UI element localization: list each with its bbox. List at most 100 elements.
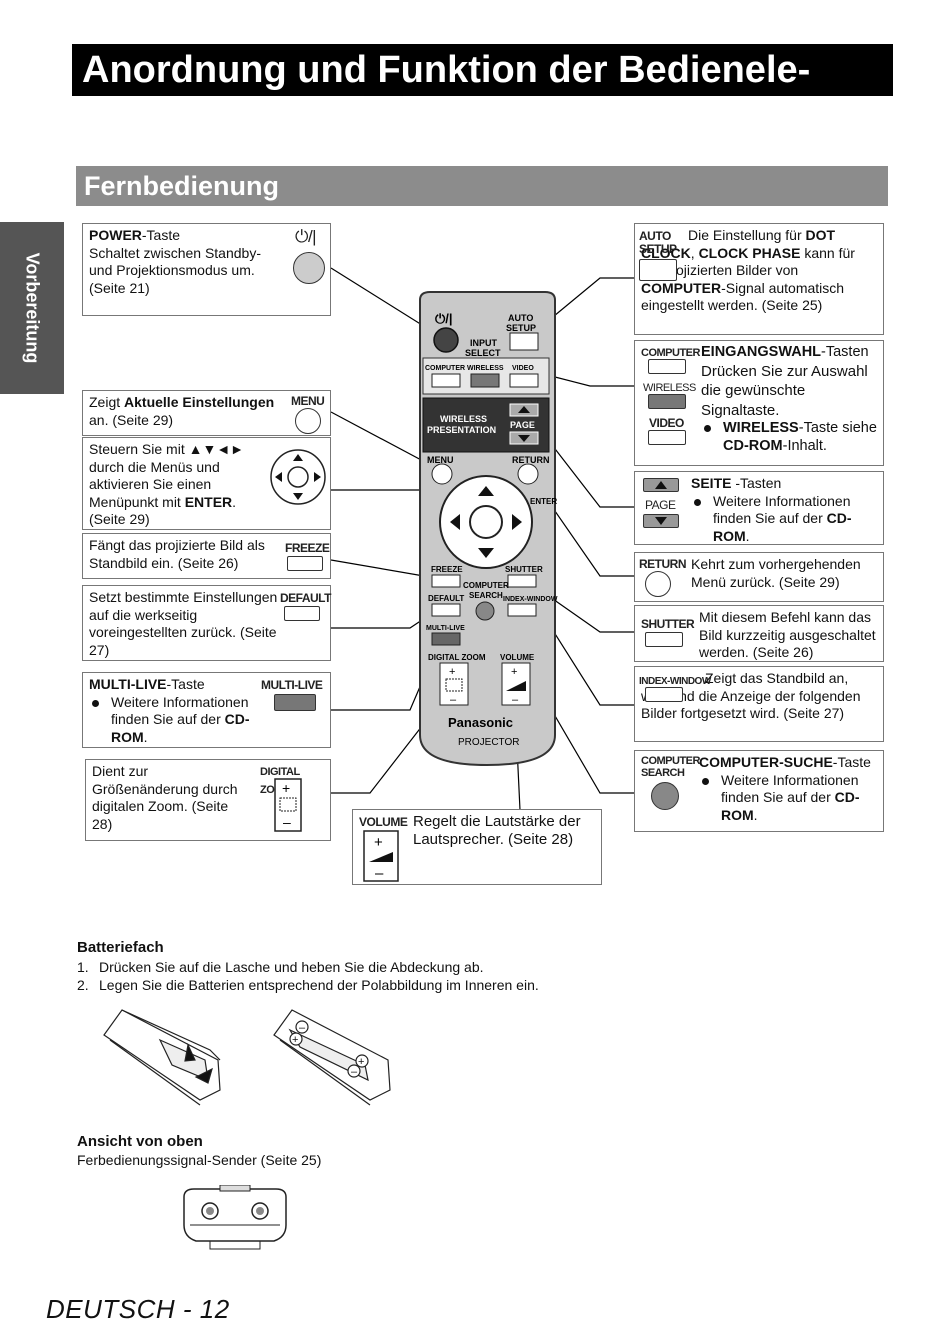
remote-body: ⏻/| AUTO SETUP INPUT SELECT COMPUTER WIR… <box>419 291 558 767</box>
power-callout: POWER-Taste Schaltet zwischen Standby- u… <box>82 223 331 316</box>
menu-text-bold: Aktuelle Einstellungen <box>124 394 275 410</box>
battery-insert-illustration: + – + – <box>273 1009 391 1106</box>
svg-text:–: – <box>450 694 457 706</box>
page-footer: DEUTSCH - 12 <box>46 1294 230 1324</box>
default-description: Setzt bestimmte Einstellungen auf die we… <box>89 589 278 658</box>
multi-live-key-icon <box>274 694 316 711</box>
shutter-callout: SHUTTER Mit diesem Befehl kann das Bild … <box>634 605 884 662</box>
input-select-callout: COMPUTER WIRELESS VIDEO EINGANGSWAHL-Tas… <box>634 340 884 466</box>
battery-step: 1.Drücken Sie auf die Lasche und heben S… <box>77 959 484 975</box>
svg-text:PRESENTATION: PRESENTATION <box>427 425 496 435</box>
multi-live-cd: CD-ROM <box>111 711 250 745</box>
page-callout: PAGE SEITE -Tasten Weitere Informationen… <box>634 471 884 545</box>
auto-setup-t1: Die Einstellung für <box>688 227 806 243</box>
index-window-description: Zeigt das Standbild an, während die Anze… <box>641 670 861 721</box>
svg-text:ENTER: ENTER <box>530 497 557 506</box>
menu-text-post: an. (Seite 29) <box>89 411 174 428</box>
volume-key-label: VOLUME <box>359 815 408 829</box>
page-suffix: -Tasten <box>731 475 782 491</box>
top-view-heading: Ansicht von oben <box>77 1133 203 1150</box>
power-name: POWER <box>89 227 142 243</box>
auto-setup-t2: , <box>690 244 699 261</box>
wireless-key-icon <box>648 394 686 409</box>
video-key-icon <box>648 430 686 445</box>
page-key-label: PAGE <box>645 498 676 512</box>
power-description: Schaltet zwischen Standby- und Projektio… <box>89 244 261 296</box>
power-key-icon <box>293 252 325 284</box>
auto-setup-key-label: AUTO SETUP <box>639 229 677 256</box>
input-bullet-end: -Inhalt. <box>782 437 827 454</box>
svg-text:–: – <box>375 865 384 882</box>
volume-key-icon: + – <box>363 830 399 882</box>
svg-text:DEFAULT: DEFAULT <box>428 594 464 603</box>
wireless-key-label: WIRELESS <box>643 382 696 394</box>
svg-text:RETURN: RETURN <box>512 455 550 465</box>
input-name: EINGANGSWAHL <box>701 344 822 360</box>
return-key-label: RETURN <box>639 557 687 571</box>
svg-text:–: – <box>512 694 519 706</box>
default-key-icon <box>284 606 320 621</box>
input-bullet: -Taste siehe <box>798 420 877 436</box>
volume-callout: VOLUME + – Regelt die Lautstärke der Lau… <box>352 809 602 885</box>
multi-live-suffix: -Taste <box>166 676 205 692</box>
return-description: Kehrt zum vorhergehenden Menü zurück. (S… <box>691 556 861 590</box>
power-suffix: -Taste <box>141 227 181 243</box>
return-callout: RETURN Kehrt zum vorhergehenden Menü zur… <box>634 552 884 602</box>
multi-live-bullet: Weitere Informationen finden Sie auf der <box>111 693 249 728</box>
svg-text:⏻/|: ⏻/| <box>435 311 453 326</box>
battery-illustrations: + – + – <box>103 1009 391 1106</box>
svg-text:INDEX-WINDOW: INDEX-WINDOW <box>503 596 558 603</box>
index-window-key-label: INDEX-WINDOW <box>639 676 711 687</box>
svg-text:INPUT: INPUT <box>470 338 498 348</box>
input-description: Drücken Sie zur Auswahl die gewünschte S… <box>701 362 868 419</box>
svg-text:SEARCH: SEARCH <box>469 591 503 600</box>
video-key-label: VIDEO <box>649 416 684 430</box>
multi-live-name: MULTI-LIVE <box>89 676 167 692</box>
multi-live-key-label: MULTI-LIVE <box>261 678 323 692</box>
svg-text:WIRELESS: WIRELESS <box>467 365 504 372</box>
menu-text-pre: Zeigt <box>89 394 125 410</box>
auto-setup-t3: kann für die projizierten Bilder von <box>641 244 855 279</box>
menu-callout: Zeigt Aktuelle Einstellungen an. (Seite … <box>82 390 331 436</box>
svg-text:MENU: MENU <box>427 455 454 465</box>
power-key-label: ⏻/| <box>295 227 317 246</box>
svg-text:COMPUTER: COMPUTER <box>463 581 509 590</box>
multi-live-bullet-end: . <box>143 728 148 745</box>
page-name: SEITE <box>691 475 732 491</box>
svg-text:DIGITAL ZOOM: DIGITAL ZOOM <box>428 653 486 662</box>
battery-heading: Batteriefach <box>77 939 164 956</box>
freeze-key-icon <box>287 556 323 571</box>
digital-zoom-key-icon: + – <box>274 778 302 832</box>
search-bullet-end: . <box>753 806 758 823</box>
digital-zoom-callout: Dient zur Größenänderung durch digitalen… <box>85 759 331 841</box>
computer-search-key-icon <box>651 782 679 810</box>
default-callout: Setzt bestimmte Einstellungen auf die we… <box>82 585 331 661</box>
side-tab: Vorbereitung <box>0 222 64 394</box>
auto-setup-key-icon <box>639 259 677 281</box>
svg-text:+: + <box>449 666 455 678</box>
svg-text:+: + <box>374 834 383 851</box>
arrows-callout: Steuern Sie mit ▲▼◄► durch die Menüs und… <box>82 437 331 530</box>
auto-setup-b2: CLOCK PHASE <box>698 244 801 261</box>
search-bullet: Weitere Informationen finden Sie auf der <box>721 771 859 806</box>
battery-step-text: Legen Sie die Batterien entsprechend der… <box>99 977 539 993</box>
digital-zoom-description: Dient zur Größenänderung durch digitalen… <box>92 763 238 832</box>
return-key-icon <box>645 571 671 597</box>
search-suffix: -Taste <box>832 754 871 770</box>
svg-text:VIDEO: VIDEO <box>512 365 534 372</box>
svg-text:MULTI-LIVE: MULTI-LIVE <box>426 625 465 632</box>
search-cd: CD-ROM <box>721 789 860 823</box>
auto-setup-b3: COMPUTER <box>641 279 722 296</box>
svg-text:–: – <box>283 814 291 830</box>
svg-text:SELECT: SELECT <box>465 348 501 358</box>
search-name: COMPUTER-SUCHE <box>699 754 833 770</box>
page-down-arrow-icon <box>655 517 667 525</box>
arrows-enter: ENTER <box>184 493 233 510</box>
volume-description: Regelt die Lautstärke der Lautsprecher. … <box>413 813 581 848</box>
shutter-description: Mit diesem Befehl kann das Bild kurzzeit… <box>699 609 876 660</box>
input-suffix: -Tasten <box>821 344 869 360</box>
computer-search-callout: COMPUTER SEARCH COMPUTER-SUCHE-Taste Wei… <box>634 750 884 832</box>
svg-text:WIRELESS: WIRELESS <box>440 414 487 424</box>
svg-text:SHUTTER: SHUTTER <box>505 565 543 574</box>
svg-text:SETUP: SETUP <box>506 323 536 333</box>
